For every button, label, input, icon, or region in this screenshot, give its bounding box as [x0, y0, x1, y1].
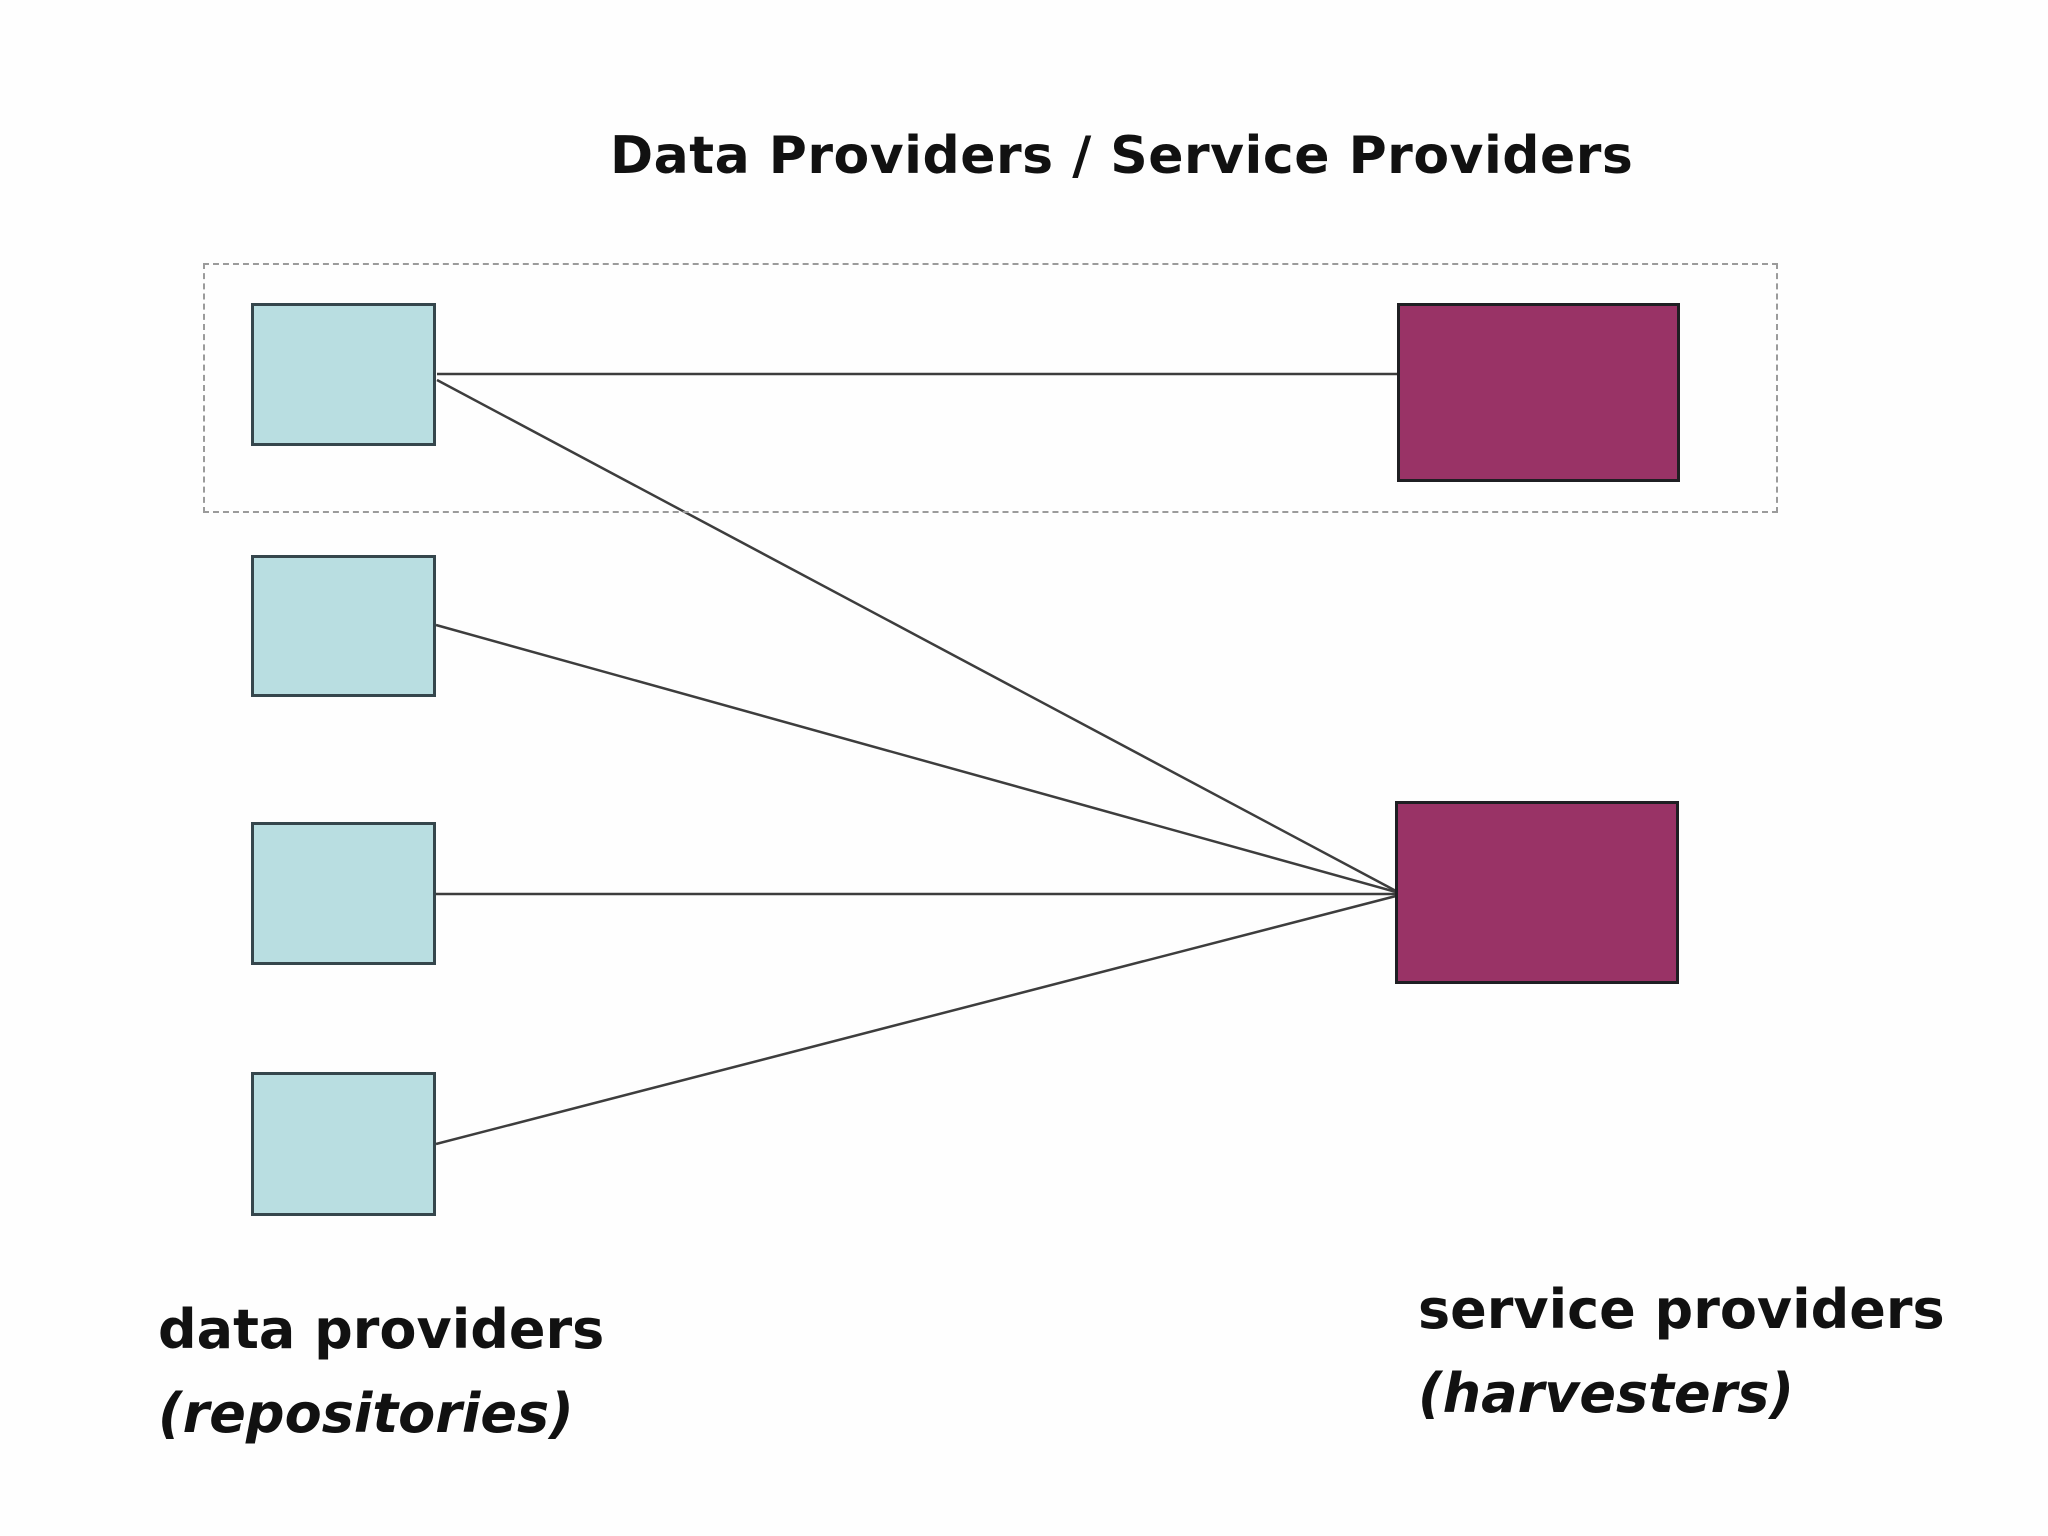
connector-line	[435, 623, 1397, 894]
data-provider-box	[251, 303, 436, 446]
service-provider-box	[1395, 801, 1679, 984]
service-providers-caption: service providers (harvesters)	[1418, 1268, 1945, 1435]
diagram-title: Data Providers / Service Providers	[610, 126, 1634, 186]
service-providers-caption-line1: service providers	[1418, 1278, 1945, 1341]
service-provider-box	[1397, 303, 1680, 482]
data-providers-caption-line2: (repositories)	[158, 1381, 574, 1445]
provider-group-frame	[203, 263, 1778, 513]
data-providers-caption: data providers (repositories)	[158, 1288, 604, 1455]
data-providers-caption-line1: data providers	[158, 1298, 605, 1361]
service-providers-caption-line2: (harvesters)	[1418, 1361, 1795, 1425]
connector-line	[435, 894, 1397, 1146]
data-provider-box	[251, 822, 436, 965]
data-provider-box	[251, 1072, 436, 1216]
data-provider-box	[251, 555, 436, 697]
connector-line	[436, 378, 1397, 893]
